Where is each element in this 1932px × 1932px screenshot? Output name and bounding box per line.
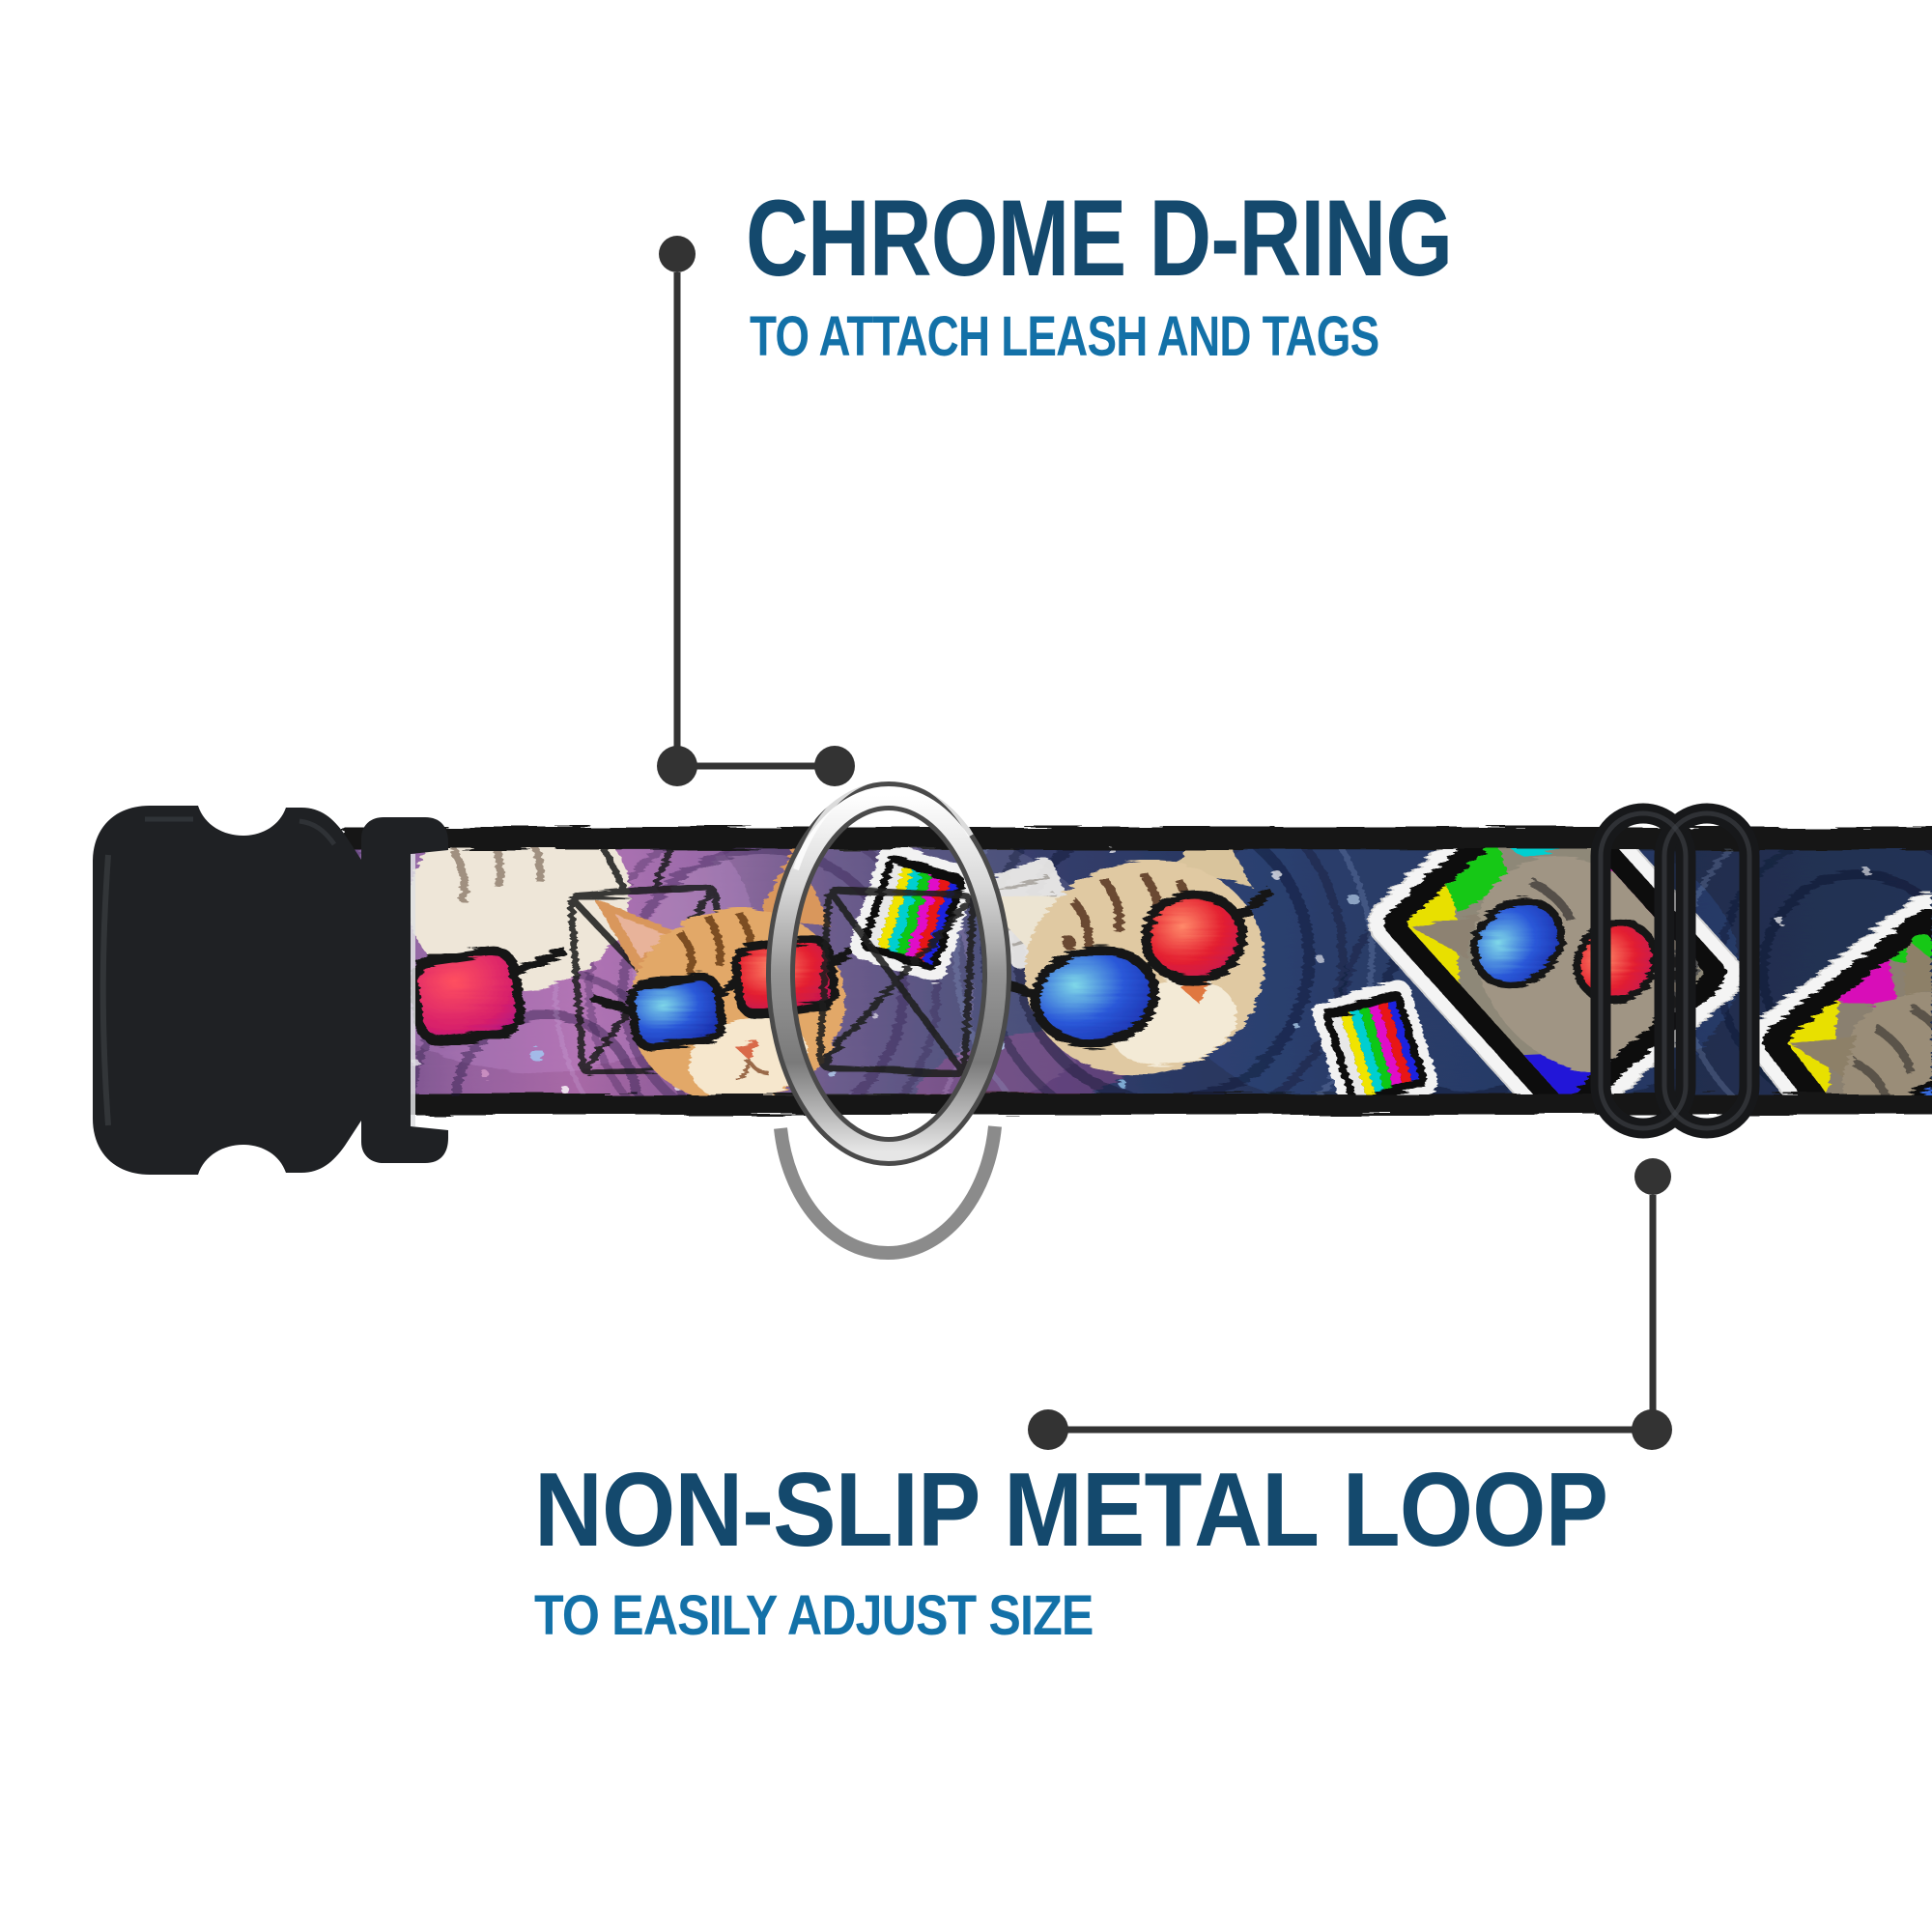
callout-dring <box>657 236 855 786</box>
dring-subtitle: TO ATTACH LEASH AND TAGS <box>750 305 1379 368</box>
cat-tv-graphic <box>1746 892 1932 1094</box>
metal-loop-title: NON-SLIP METAL LOOP <box>534 1451 1608 1569</box>
cat-3d-glasses-graphic-porthole <box>977 849 1274 1075</box>
callout-dring-dot-top <box>659 236 696 272</box>
wireframe-tv-icon <box>816 886 977 1077</box>
chrome-d-ring <box>766 774 1011 1260</box>
dring-title: CHROME D-RING <box>746 178 1453 298</box>
callout-loop-dot-target <box>1634 1158 1671 1195</box>
callout-loop-dot-end <box>1028 1409 1068 1450</box>
plastic-buckle <box>93 806 448 1175</box>
callout-dring-dot-target <box>814 746 855 786</box>
callout-dring-dot-elbow <box>657 746 697 786</box>
callout-metal-loop <box>1028 1158 1672 1450</box>
cat-tv-graphic <box>1367 849 1744 1094</box>
metal-loop-subtitle: TO EASILY ADJUST SIZE <box>534 1584 1094 1647</box>
metal-slider-loop <box>1590 803 1760 1139</box>
callout-loop-dot-elbow <box>1632 1409 1672 1450</box>
color-bars-tv-icon <box>1313 979 1438 1094</box>
